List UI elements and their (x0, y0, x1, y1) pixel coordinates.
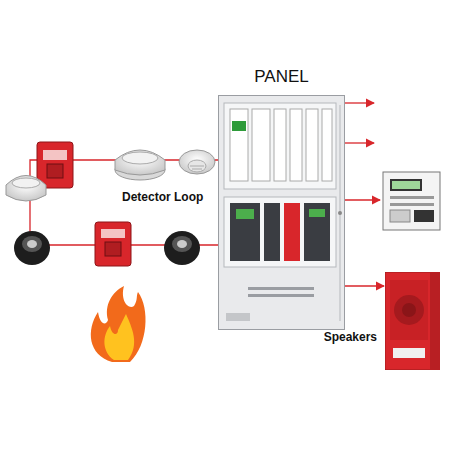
smoke-detector (115, 150, 165, 180)
loop-label: Detector Loop (122, 190, 203, 204)
fire-flame (91, 286, 146, 362)
module-device (383, 172, 440, 230)
fire-alarm-panel-shape (218, 95, 345, 330)
speaker-box-shape (385, 272, 440, 370)
pull-station (37, 142, 73, 188)
heat-detector (179, 150, 215, 174)
speaker-label: Speakers (324, 330, 377, 344)
black-detector (14, 231, 50, 265)
pull-station (95, 222, 131, 266)
smoke-detector (6, 176, 46, 202)
fire-alarm-panel: PANEL (218, 95, 345, 330)
black-detector (164, 231, 200, 265)
output-wire (345, 103, 380, 200)
speaker-box: Speakers (385, 272, 440, 370)
panel-heading: PANEL (218, 67, 345, 87)
signal-wire (345, 285, 384, 286)
